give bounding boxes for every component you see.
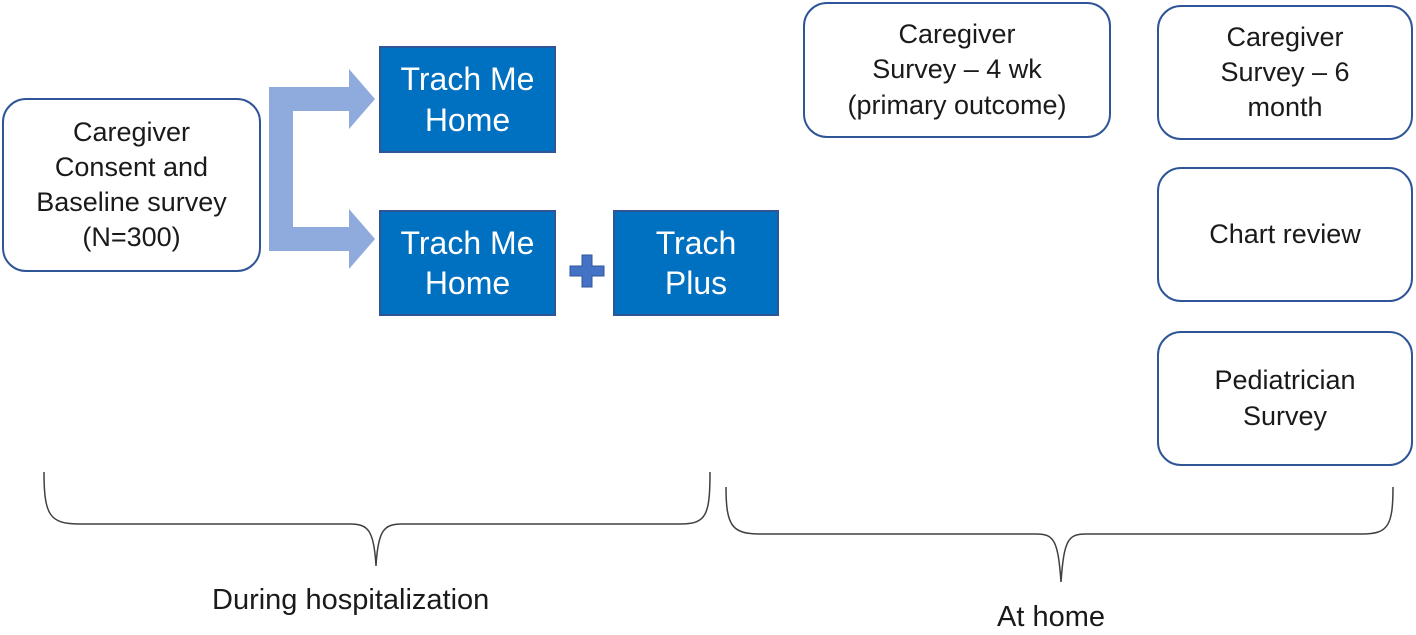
- survey-4wk-box: Caregiver Survey – 4 wk (primary outcome…: [803, 2, 1111, 138]
- addon-label: Trach Plus: [655, 224, 737, 301]
- plus-icon: [569, 254, 605, 288]
- survey-6mo-box: Caregiver Survey – 6 month: [1157, 5, 1413, 140]
- survey-6mo-label: Caregiver Survey – 6 month: [1220, 21, 1350, 123]
- home-brace-icon: [725, 486, 1394, 583]
- arm-2-box: Trach Me Home: [379, 210, 556, 316]
- hospital-phase-label: During hospitalization: [212, 584, 490, 616]
- chart-review-label: Chart review: [1209, 218, 1361, 249]
- addon-box: Trach Plus: [613, 210, 779, 316]
- hospital-brace-icon: [43, 471, 711, 567]
- pediatrician-survey-label: Pediatrician Survey: [1214, 365, 1356, 431]
- enrollment-label: Caregiver Consent and Baseline survey (N…: [36, 116, 227, 253]
- enrollment-box: Caregiver Consent and Baseline survey (N…: [2, 98, 261, 272]
- survey-4wk-label: Caregiver Survey – 4 wk (primary outcome…: [847, 19, 1067, 120]
- branching-arrow-icon: [269, 69, 375, 269]
- home-phase-label: At home: [997, 601, 1105, 633]
- arm-2-label: Trach Me Home: [400, 224, 535, 301]
- arm-1-label: Trach Me Home: [400, 61, 535, 138]
- chart-review-box: Chart review: [1157, 167, 1413, 302]
- arm-1-box: Trach Me Home: [379, 46, 556, 153]
- pediatrician-survey-box: Pediatrician Survey: [1157, 331, 1413, 466]
